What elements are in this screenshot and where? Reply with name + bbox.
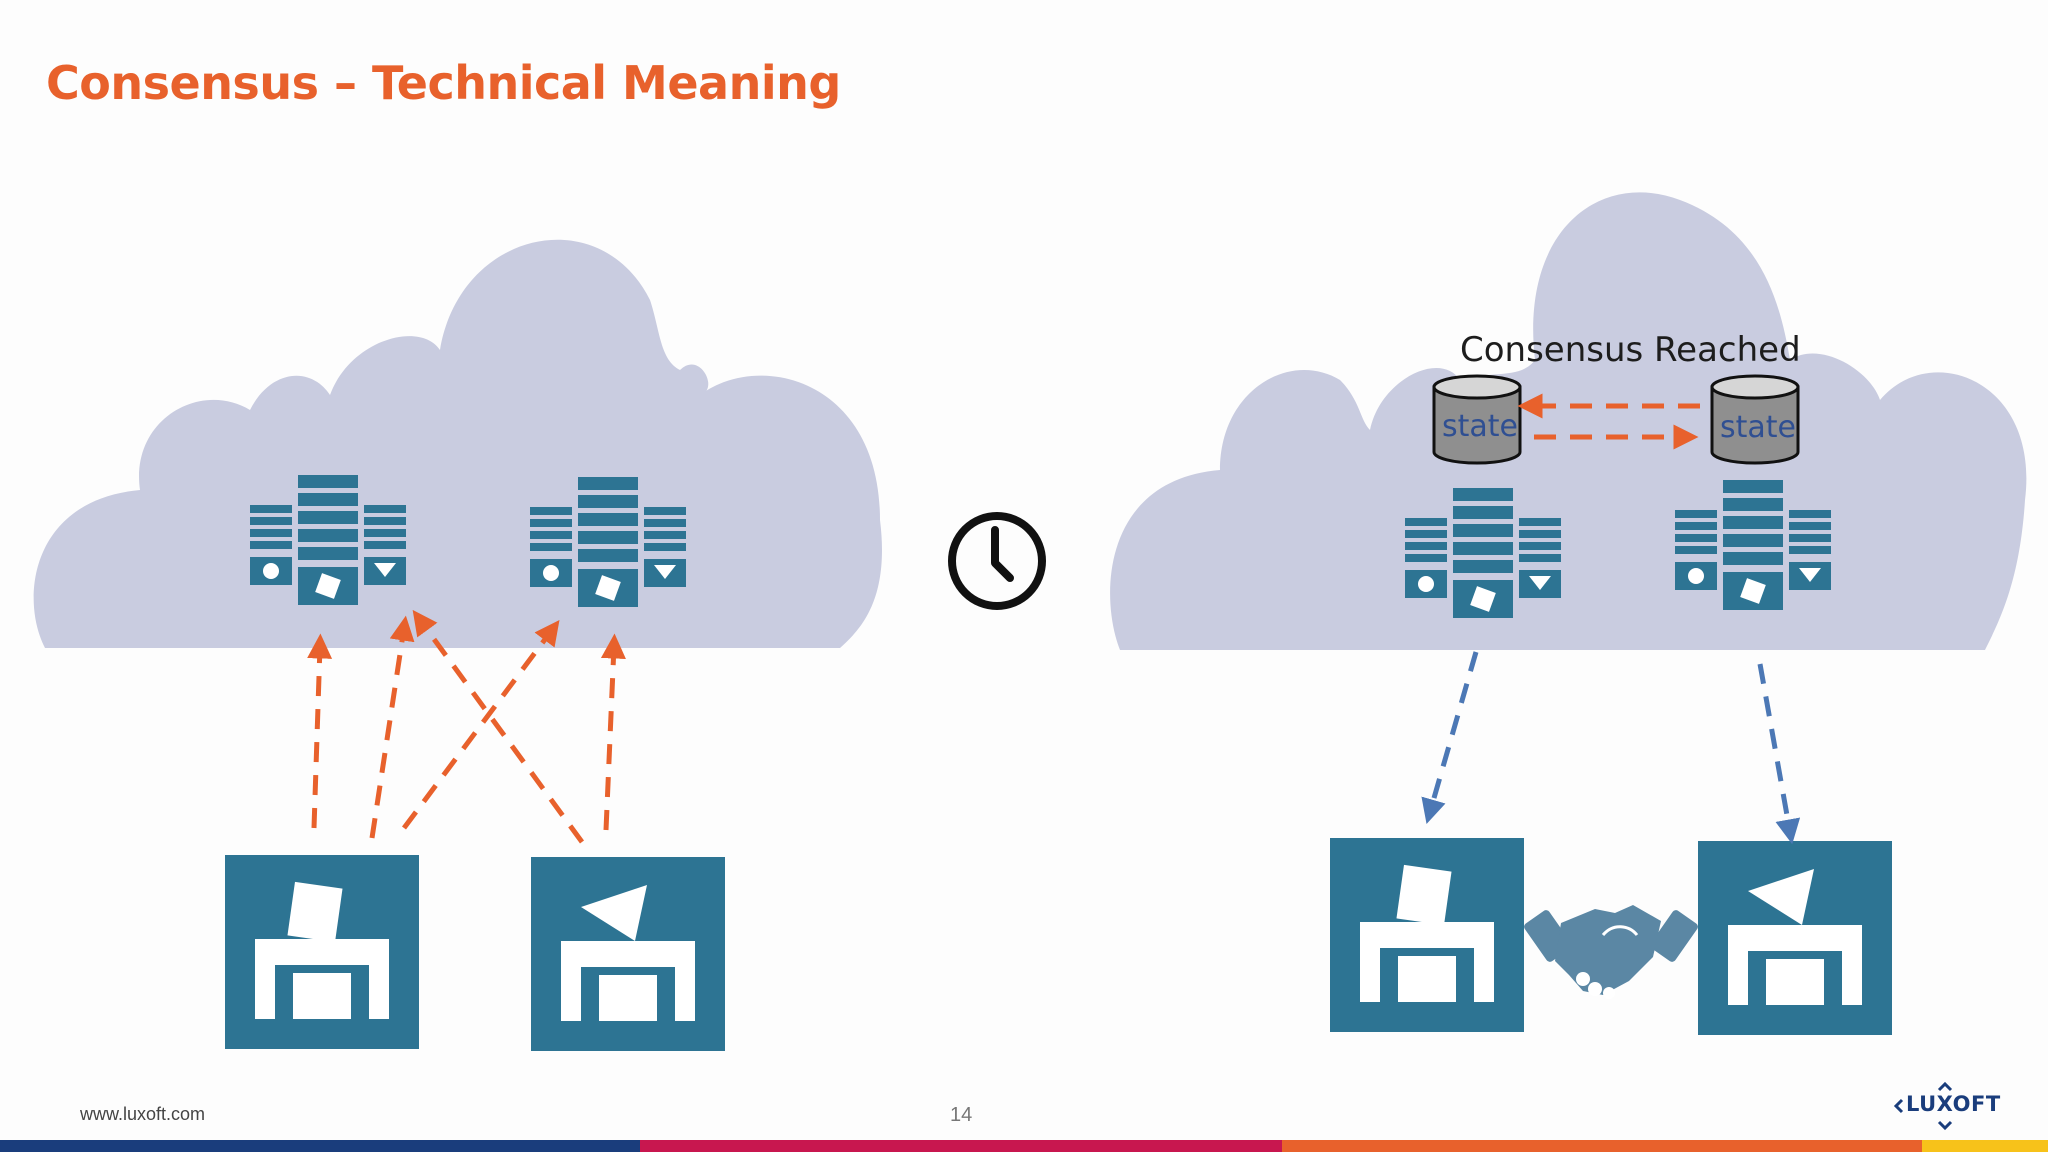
- logo-chevrons-icon: [1893, 1081, 1953, 1131]
- cloud-left: [33, 239, 882, 648]
- handshake-icon: [1524, 905, 1698, 999]
- state-label-left: state: [1442, 409, 1518, 444]
- result-arrows: [1421, 651, 1801, 845]
- brand-color-bar: [0, 1140, 2048, 1152]
- bar-segment-blue: [0, 1140, 640, 1152]
- bar-segment-magenta: [640, 1140, 1282, 1152]
- state-label-right: state: [1720, 410, 1796, 445]
- bar-segment-orange: [1282, 1140, 1922, 1152]
- ballot-box-icon-3: [1330, 838, 1524, 1032]
- logo-text: LUXOFT: [1906, 1092, 2001, 1116]
- footer-url[interactable]: www.luxoft.com: [80, 1104, 206, 1124]
- cloud-right: [1110, 192, 2027, 651]
- state-sync-arrows: [1517, 393, 1700, 450]
- slide-title: Consensus – Technical Meaning: [46, 56, 841, 110]
- vote-arrows: [307, 609, 626, 844]
- database-icon-right: [1710, 374, 1800, 465]
- luxoft-logo: LUXOFT: [1892, 1078, 2002, 1134]
- bar-segment-yellow: [1922, 1140, 2048, 1152]
- database-icon-left: [1432, 374, 1522, 465]
- page-number: 14: [950, 1104, 973, 1126]
- ballot-box-icon-1: [225, 855, 419, 1049]
- consensus-reached-label: Consensus Reached: [1460, 330, 1801, 370]
- clock-icon: [948, 512, 1046, 610]
- ballot-box-icon-2: [531, 857, 725, 1051]
- ballot-box-icon-4: [1698, 841, 1892, 1035]
